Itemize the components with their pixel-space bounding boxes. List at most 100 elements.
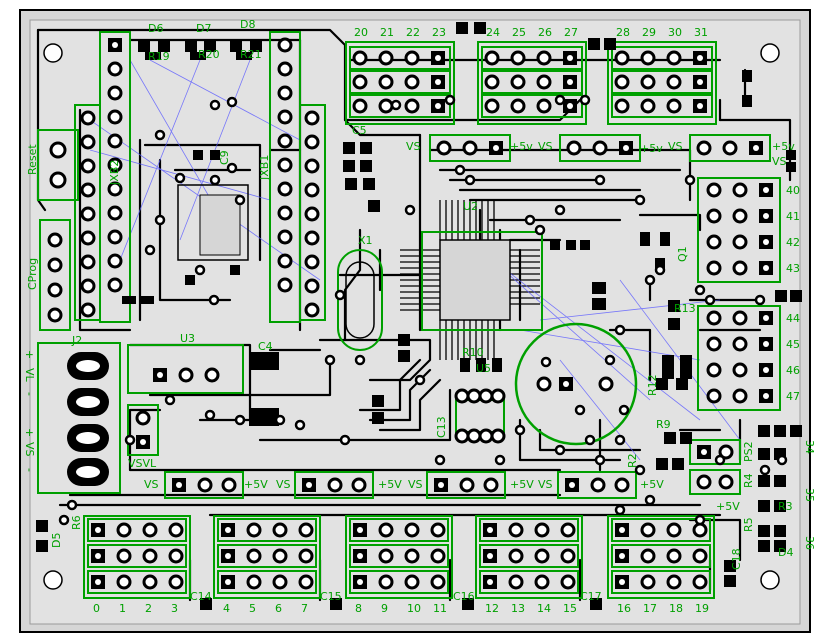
bottom-rail-label: +5V <box>378 478 402 491</box>
via <box>494 454 506 466</box>
round-pad <box>478 388 494 404</box>
smd-pad <box>662 355 674 379</box>
pad-hole <box>357 527 363 533</box>
right-low-pin-number: 35 <box>803 488 816 502</box>
smd-pad <box>592 282 606 294</box>
top-pin-number: 31 <box>694 26 708 39</box>
right-pin-number: 43 <box>786 262 800 275</box>
round-pad <box>732 336 748 352</box>
via <box>226 96 238 108</box>
bottom-pin-number: 13 <box>511 602 525 615</box>
round-pad <box>47 257 63 273</box>
via <box>694 514 706 526</box>
round-pad <box>459 477 475 493</box>
smd-pad <box>590 598 602 610</box>
round-pad <box>135 410 151 426</box>
smd-pad <box>190 52 206 60</box>
bottom-pin-number: 4 <box>223 602 230 615</box>
via <box>594 454 606 466</box>
label-d8: D8 <box>240 18 255 31</box>
round-pad <box>272 574 288 590</box>
bottom-header-row <box>479 544 579 568</box>
label-c13: C13 <box>435 416 448 438</box>
bottom-pin-number: 17 <box>643 602 657 615</box>
top-pin-number: 22 <box>406 26 420 39</box>
smd-pad <box>774 500 786 512</box>
round-pad <box>484 98 500 114</box>
chips <box>177 184 543 433</box>
pad-hole <box>619 553 625 559</box>
bottom-rail-header <box>557 471 637 499</box>
round-pad <box>272 548 288 564</box>
x1-crystal <box>337 249 383 351</box>
smd-pad <box>758 500 770 512</box>
round-pad <box>246 548 262 564</box>
right-low-pin-number: 36 <box>803 536 816 550</box>
pad-hole <box>567 79 573 85</box>
label-r3: R3 <box>778 500 793 513</box>
u3-chip <box>177 184 249 261</box>
label-c9: C9 <box>218 150 231 165</box>
via <box>754 294 766 306</box>
top-header-blocks <box>345 41 717 125</box>
top-rail-label: +5v <box>510 140 533 153</box>
round-pad <box>732 260 748 276</box>
pad-hole <box>225 579 231 585</box>
pad-hole <box>95 527 101 533</box>
top-header-row <box>481 46 583 70</box>
label-u3: U3 <box>180 332 195 345</box>
smd-pad <box>774 540 786 552</box>
round-pad <box>352 74 368 90</box>
round-pad <box>706 336 722 352</box>
round-pad <box>80 182 96 198</box>
round-pad <box>614 50 630 66</box>
round-pad <box>430 574 446 590</box>
via <box>574 404 586 416</box>
round-pad <box>732 388 748 404</box>
round-pad <box>508 548 524 564</box>
round-pad <box>534 574 550 590</box>
via <box>534 224 546 236</box>
via <box>154 129 166 141</box>
top-pin-number: 20 <box>354 26 368 39</box>
round-pad <box>404 522 420 538</box>
via <box>334 289 346 301</box>
via <box>339 434 351 446</box>
smd-pad <box>230 40 242 52</box>
round-pad <box>178 367 194 383</box>
smd-pad <box>476 358 486 372</box>
round-pad <box>666 548 682 564</box>
pad-hole <box>95 579 101 585</box>
via <box>554 94 566 106</box>
bottom-header-row <box>479 570 579 594</box>
round-pad <box>277 109 293 125</box>
bottom-pin-number: 14 <box>537 602 551 615</box>
label-c18: C18 <box>730 548 743 570</box>
via <box>390 99 402 111</box>
label-minus-vs: - <box>23 468 36 472</box>
pad-hole <box>697 55 703 61</box>
smd-pad <box>668 318 680 330</box>
round-pad <box>592 140 608 156</box>
round-pad <box>107 229 123 245</box>
bottom-pin-number: 7 <box>301 602 308 615</box>
pad-hole <box>763 341 769 347</box>
bottom-header-row <box>611 570 711 594</box>
smd-pad <box>786 150 796 160</box>
round-pad <box>246 522 262 538</box>
large-capacitor-outline <box>514 322 638 446</box>
round-pad <box>722 140 738 156</box>
label-q1: Q1 <box>676 246 689 262</box>
round-pad <box>718 474 734 490</box>
top-rail-label: VS <box>772 155 787 168</box>
round-pad <box>430 522 446 538</box>
smd-pad <box>200 598 212 610</box>
bottom-pin-number: 3 <box>171 602 178 615</box>
pad-hole <box>357 553 363 559</box>
smd-pad <box>372 412 384 424</box>
round-pad <box>47 282 63 298</box>
pad-hole <box>112 42 118 48</box>
round-pad <box>107 181 123 197</box>
round-pad <box>640 548 656 564</box>
